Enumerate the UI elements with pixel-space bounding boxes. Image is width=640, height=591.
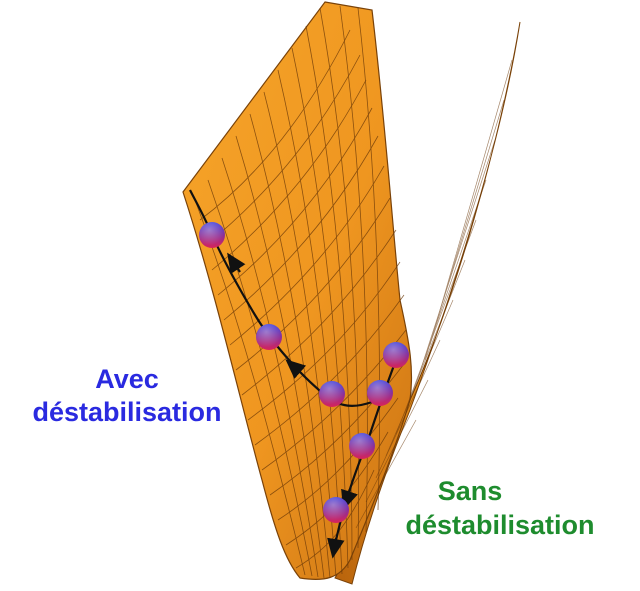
balls [199, 222, 409, 523]
surface-mesh [194, 5, 407, 579]
arrow-without-2 [327, 537, 345, 559]
ball-start [367, 380, 393, 406]
ball-with-1 [199, 222, 225, 248]
arrow-with-1 [227, 252, 246, 275]
label-avec-destabilisation: déstabilisation [32, 397, 221, 427]
ball-with-3 [319, 381, 345, 407]
ball-with-2 [256, 324, 282, 350]
surface-mesh-right [355, 59, 513, 529]
ball-without-2 [349, 433, 375, 459]
arrow-with-2 [285, 359, 307, 379]
ball-without-1 [383, 342, 409, 368]
surface-left-wall [182, 1, 413, 581]
ball-without-3 [323, 497, 349, 523]
label-avec: Avec [95, 364, 159, 394]
arrow-without-1 [341, 488, 358, 511]
label-sans-destabilisation: déstabilisation [405, 510, 594, 540]
label-sans: Sans [438, 476, 503, 506]
